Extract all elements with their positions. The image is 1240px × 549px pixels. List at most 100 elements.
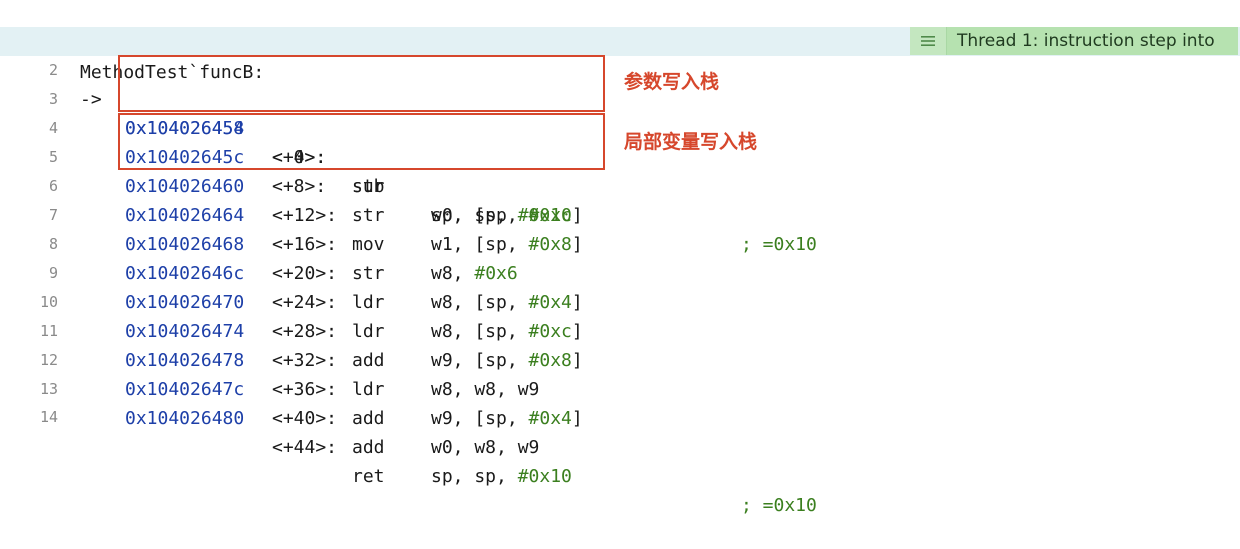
- line-number: 2: [48, 61, 58, 79]
- operand-immediate: #0x4: [528, 292, 572, 313]
- code-line[interactable]: 7 0x104026468 <+20>: ldr w8, [sp, #0xc]: [0, 172, 1240, 342]
- instruction-address: 0x10402647c: [125, 379, 245, 400]
- instruction-operands: w8, #0x6: [431, 259, 518, 288]
- instruction-mnemonic: ldr: [352, 292, 385, 313]
- instruction-mnemonic: ldr: [352, 321, 385, 342]
- operand-immediate: #0x10: [517, 205, 572, 226]
- instruction-operands: sp, sp, #0x10: [431, 201, 572, 230]
- disassembly-view: 1 MethodTest`funcB: 2 -> 0x104026454 <+0…: [0, 0, 1240, 516]
- instruction-address: 0x10402645c: [125, 147, 245, 168]
- instruction-operands: w9, [sp, #0x4]: [431, 404, 583, 433]
- code-line[interactable]: 1 MethodTest`funcB:: [0, 0, 1240, 83]
- instruction-address: 0x104026454: [125, 118, 245, 139]
- instruction-comment: ; =0x10: [741, 495, 817, 516]
- instruction-offset: <+40>:: [272, 408, 338, 429]
- annotation-params-to-stack: 参数写入栈: [624, 71, 720, 93]
- program-counter-arrow: ->: [80, 89, 102, 110]
- instruction-operands: w0, w8, w9: [431, 433, 539, 462]
- instruction-mnemonic: add: [352, 408, 385, 429]
- code-line[interactable]: 13 0x104026480 <+44>: ret: [0, 346, 1240, 487]
- instruction-address: 0x104026480: [125, 408, 245, 429]
- instruction-operands: sp, sp, #0x10: [431, 462, 572, 491]
- code-line[interactable]: 8 0x10402646c <+24>: ldr w9, [sp, #0x8]: [0, 201, 1240, 371]
- line-number: 7: [48, 206, 58, 224]
- instruction-address: 0x104026460: [125, 176, 245, 197]
- instruction-mnemonic: ret: [352, 466, 385, 487]
- instruction-address: 0x10402646c: [125, 263, 245, 284]
- thread-status-text: Thread 1: instruction step into: [947, 27, 1238, 55]
- code-line[interactable]: 5 0x104026460 <+12>: mov w8, #0x6: [0, 114, 1240, 284]
- instruction-offset: <+16>:: [272, 234, 338, 255]
- code-line[interactable]: 14: [0, 374, 1240, 426]
- code-line[interactable]: 4 0x10402645c <+8>: str w1, [sp, #0x8]: [0, 85, 1240, 255]
- instruction-mnemonic: add: [352, 437, 385, 458]
- locals-highlight-box: [118, 113, 605, 170]
- instruction-address: 0x104026470: [125, 292, 245, 313]
- instruction-operands: w9, [sp, #0x8]: [431, 346, 583, 375]
- instruction-mnemonic: sub: [352, 176, 385, 197]
- operand-text: w8, [sp,: [431, 292, 529, 313]
- instruction-address: 0x104026478: [125, 350, 245, 371]
- instruction-offset: <+32>:: [272, 350, 338, 371]
- line-number: 4: [48, 119, 58, 137]
- instruction-offset: <+8>:: [272, 176, 327, 197]
- thread-status-badge[interactable]: Thread 1: instruction step into: [910, 27, 1238, 55]
- operand-text: w8, [sp,: [431, 321, 529, 342]
- code-line[interactable]: 6 0x104026464 <+16>: str w8, [sp, #0x4]: [0, 143, 1240, 313]
- operand-text: ]: [571, 321, 583, 342]
- operand-immediate: #0x4: [528, 408, 572, 429]
- list-lines-icon[interactable]: [910, 27, 947, 55]
- instruction-offset: <+12>:: [272, 205, 338, 226]
- operand-text: w1, [sp,: [431, 234, 529, 255]
- instruction-offset: <+20>:: [272, 263, 338, 284]
- operand-text: sp, sp,: [431, 466, 518, 487]
- operand-immediate: #0x8: [528, 350, 572, 371]
- line-number: 6: [48, 177, 58, 195]
- instruction-offset: <+36>:: [272, 379, 338, 400]
- code-line[interactable]: 9 0x104026470 <+28>: add w8, w8, w9: [0, 230, 1240, 400]
- instruction-comment: ; =0x10: [741, 234, 817, 255]
- operand-text: w8, w8, w9: [431, 379, 540, 400]
- operand-text: w0, w8, w9: [431, 437, 540, 458]
- instruction-offset: <+28>:: [272, 321, 338, 342]
- instruction-address: 0x104026464: [125, 205, 245, 226]
- code-line[interactable]: 3 0x104026458 <+4>: str w0, [sp, #0xc]: [0, 56, 1240, 226]
- instruction-address: 0x104026468: [125, 234, 245, 255]
- operand-text: w9, [sp,: [431, 408, 529, 429]
- line-number: 8: [48, 235, 58, 253]
- instruction-offset: <+24>:: [272, 292, 338, 313]
- params-highlight-box: [118, 55, 605, 112]
- operand-immediate: #0x6: [474, 263, 518, 284]
- instruction-offset: <+0>:: [272, 147, 327, 168]
- instruction-mnemonic: str: [352, 176, 385, 197]
- instruction-operands: w0, [sp, #0xc]: [431, 201, 583, 230]
- operand-text: ]: [571, 408, 583, 429]
- operand-immediate: #0x8: [528, 234, 572, 255]
- line-number: 10: [39, 293, 58, 311]
- instruction-mnemonic: add: [352, 350, 385, 371]
- annotation-locals-to-stack: 局部变量写入栈: [624, 131, 758, 153]
- instruction-operands: w8, w8, w9: [431, 375, 539, 404]
- operand-text: ]: [571, 292, 583, 313]
- instruction-address: 0x104026458: [125, 118, 245, 139]
- line-number: 5: [48, 148, 58, 166]
- line-number: 3: [48, 90, 58, 108]
- instruction-mnemonic: ldr: [352, 379, 385, 400]
- operand-immediate: #0xc: [528, 321, 572, 342]
- operand-text: w9, [sp,: [431, 350, 529, 371]
- code-line[interactable]: 11 0x104026478 <+36>: add w0, w8, w9: [0, 288, 1240, 458]
- operand-text: ]: [571, 234, 583, 255]
- operand-text: w0, [sp,: [431, 205, 529, 226]
- operand-immediate: #0x10: [517, 466, 572, 487]
- operand-text: sp, sp,: [431, 205, 518, 226]
- instruction-operands: w8, [sp, #0x4]: [431, 288, 583, 317]
- line-number: 12: [39, 351, 58, 369]
- instruction-mnemonic: mov: [352, 234, 385, 255]
- code-line[interactable]: 10 0x104026474 <+32>: ldr w9, [sp, #0x4]: [0, 259, 1240, 429]
- instruction-operands: w8, [sp, #0xc]: [431, 317, 583, 346]
- instruction-mnemonic: str: [352, 263, 385, 284]
- instruction-address: 0x104026474: [125, 321, 245, 342]
- code-line[interactable]: 12 0x10402647c <+40>: add sp, sp, #0x10 …: [0, 317, 1240, 516]
- instruction-mnemonic: str: [352, 205, 385, 226]
- line-number: 9: [48, 264, 58, 282]
